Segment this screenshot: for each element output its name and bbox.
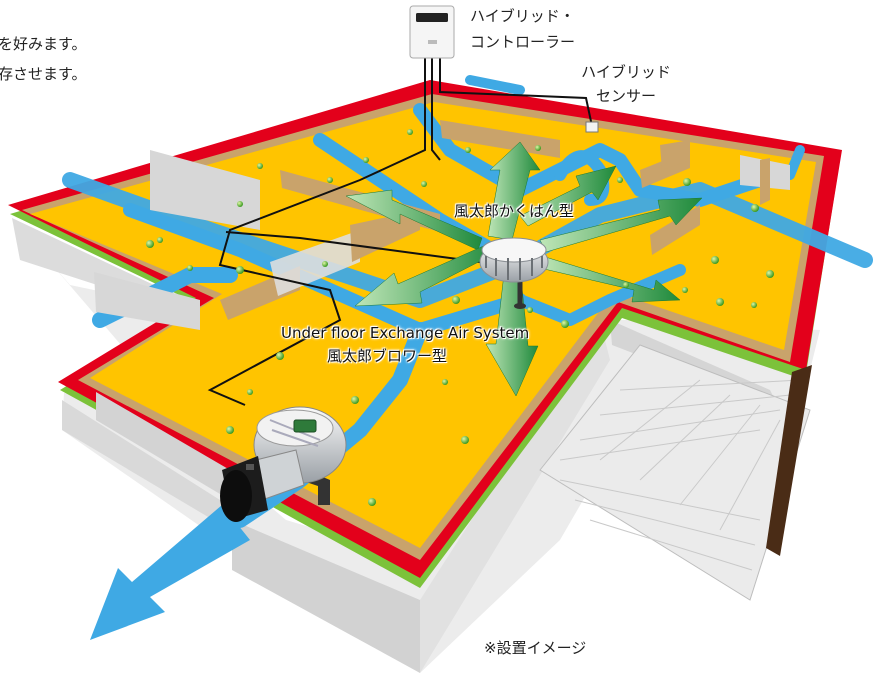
tiled-terrace [539,344,811,601]
hybrid-controller-device [409,5,455,59]
blower-fan-label: 風太郎ブロワー型 [327,347,448,365]
stirring-fan-label: 風太郎かくはん型 [454,202,575,220]
sensor-label-line-1: ハイブリッド [581,63,671,81]
stirring-fan [479,237,549,309]
controller-label-line-1: ハイブリッド・ [470,7,575,25]
intro-text-line-1: を好みます。 [0,35,87,53]
wiring [207,52,593,406]
hybrid-sensor-device [585,121,599,133]
fan-arrows [345,141,703,397]
system-name-label: Under floor Exchange Air System [281,324,530,342]
blower-fan [220,406,347,522]
installation-image-note: ※設置イメージ [484,639,587,657]
exhaust-arrow [90,505,250,640]
pole [766,365,812,556]
floor-particles [146,129,774,506]
controller-label-line-2: コントローラー [470,33,576,51]
intro-text-line-2: 存させます。 [0,65,87,83]
sensor-label-line-2: センサー [595,87,656,105]
interior-walls [94,120,790,500]
